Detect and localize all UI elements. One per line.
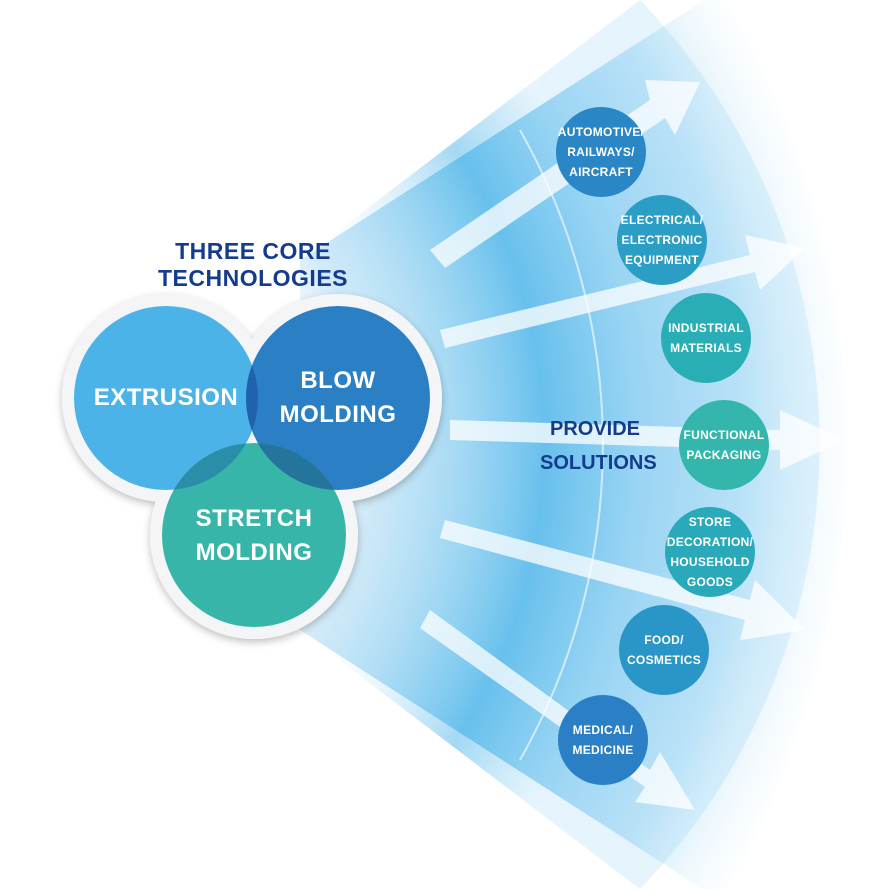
provide-solutions-label: PROVIDE SOLUTIONS [540,418,657,474]
extrusion-circle [74,306,258,490]
blow-molding-circle [246,306,430,490]
blow-molding-label: BLOW MOLDING [279,367,397,428]
solution-circle-automotive [556,107,646,197]
stretch-molding-circle [162,443,346,627]
solution-label-store: STORE DECORATION/ HOUSEHOLD GOODS [666,515,754,589]
solution-circles [556,107,769,785]
extrusion-label: EXTRUSION [93,384,239,411]
diagram-title: THREE CORE TECHNOLOGIES [157,238,348,291]
solution-circle-food [619,605,709,695]
solution-label-food: FOOD/ COSMETICS [626,633,702,667]
core-technologies [62,294,442,639]
solution-label-automotive: AUTOMOTIVE/ RAILWAYS/ AIRCRAFT [557,125,645,179]
solution-label-packaging: FUNCTIONAL PACKAGING [683,428,765,462]
arrow [450,410,845,470]
solution-circle-electrical [617,195,707,285]
solution-label-industrial: INDUSTRIAL MATERIALS [668,321,744,355]
arrow [440,235,805,348]
solution-circle-medical [558,695,648,785]
solution-label-medical: MEDICAL/ MEDICINE [572,723,634,757]
stretch-molding-label: STRETCH MOLDING [195,505,313,566]
solution-circle-industrial [661,293,751,383]
arrow [440,520,805,640]
solution-circle-store [665,507,755,597]
solution-label-electrical: ELECTRICAL/ ELECTRONIC EQUIPMENT [620,213,704,267]
solution-circle-packaging [679,400,769,490]
